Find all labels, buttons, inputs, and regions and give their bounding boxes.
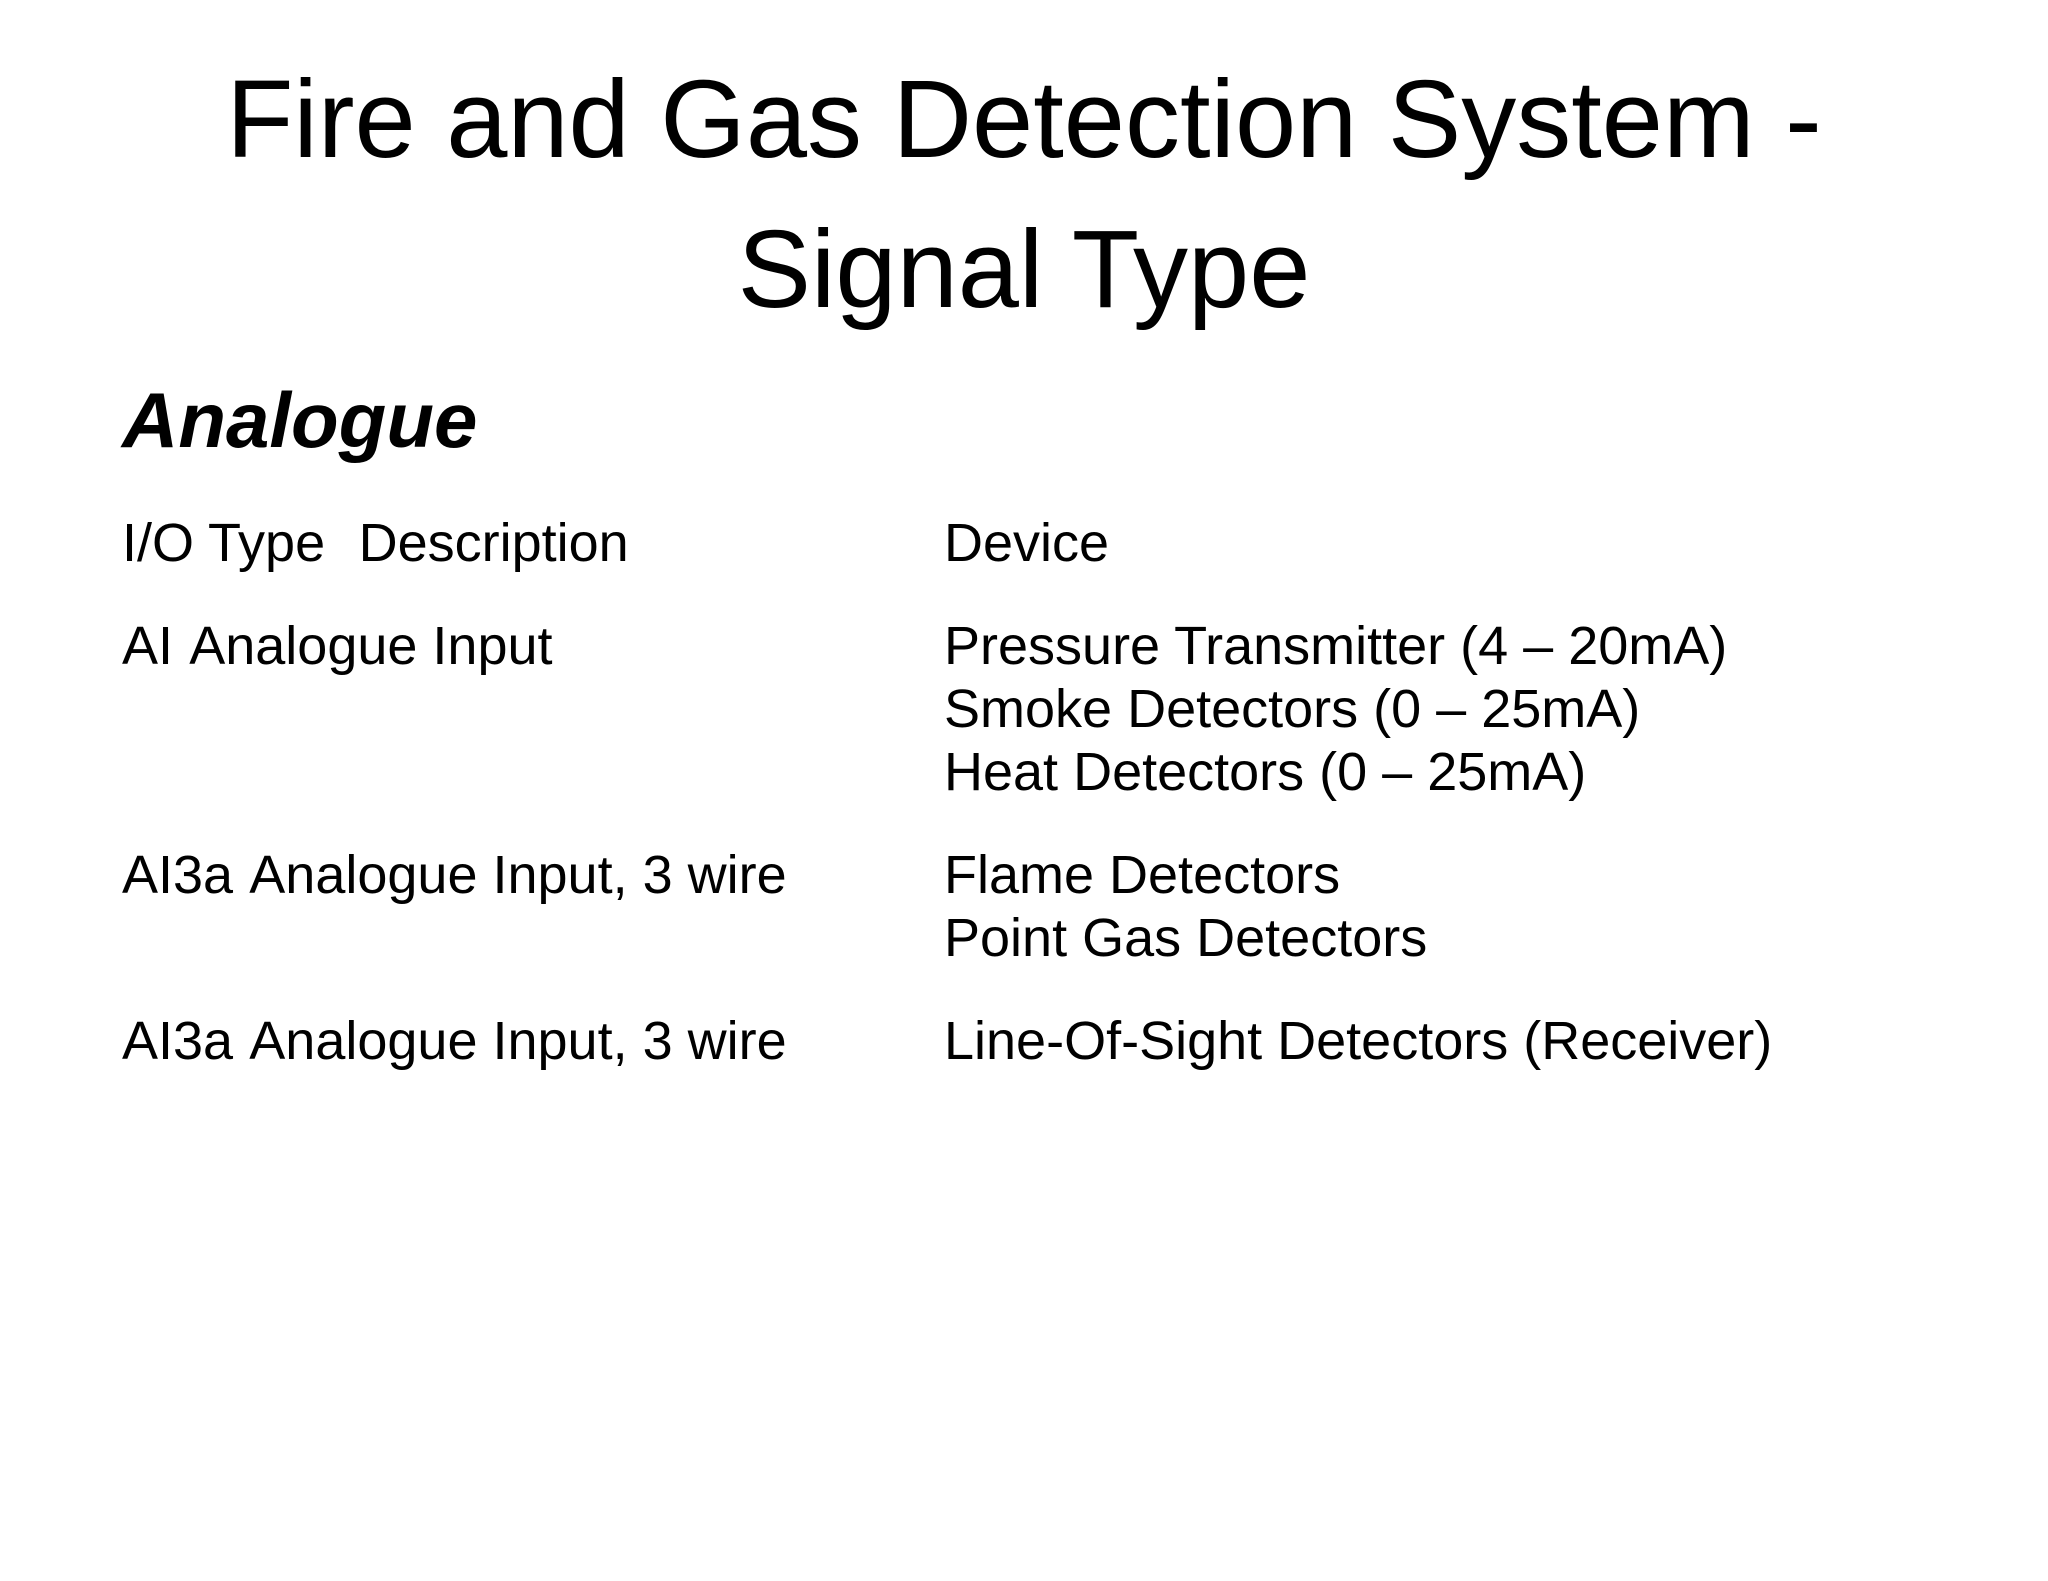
device-line: Smoke Detectors (0 – 25mA) xyxy=(944,679,1641,739)
device-cell: Line-Of-Sight Detectors (Receiver) xyxy=(944,1010,2048,1073)
device-line: Flame Detectors xyxy=(944,845,1341,905)
description-value: Analogue Input, 3 wire xyxy=(249,845,787,905)
header-device: Device xyxy=(944,513,1110,573)
slide-title: Fire and Gas Detection System - Signal T… xyxy=(0,45,2048,345)
section-heading-analogue: Analogue xyxy=(122,376,478,464)
device-line: Line-Of-Sight Detectors (Receiver) xyxy=(944,1011,1773,1071)
slide: Fire and Gas Detection System - Signal T… xyxy=(0,45,2048,1581)
device-line: Pressure Transmitter (4 – 20mA) xyxy=(944,616,1728,676)
header-description: Description xyxy=(358,513,629,573)
description-value: Analogue Input, 3 wire xyxy=(249,1011,787,1071)
device-line: Heat Detectors (0 – 25mA) xyxy=(944,742,1587,802)
table-header-row: I/O Type Description Device xyxy=(0,512,2048,575)
slide-title-line-1: Fire and Gas Detection System - xyxy=(226,58,1822,181)
header-left-cell: I/O Type Description xyxy=(122,512,944,575)
description-value: Analogue Input xyxy=(189,616,553,676)
header-io-type: I/O Type xyxy=(122,513,326,573)
device-line: Point Gas Detectors xyxy=(944,908,1428,968)
device-cell: Flame Detectors Point Gas Detectors xyxy=(944,844,2048,970)
slide-title-line-2: Signal Type xyxy=(737,208,1311,331)
device-cell: Pressure Transmitter (4 – 20mA) Smoke De… xyxy=(944,615,2048,804)
header-device-cell: Device xyxy=(944,512,2048,575)
io-type-value: AI3a xyxy=(122,1011,234,1071)
io-type-value: AI3a xyxy=(122,845,234,905)
io-type-value: AI xyxy=(122,616,174,676)
